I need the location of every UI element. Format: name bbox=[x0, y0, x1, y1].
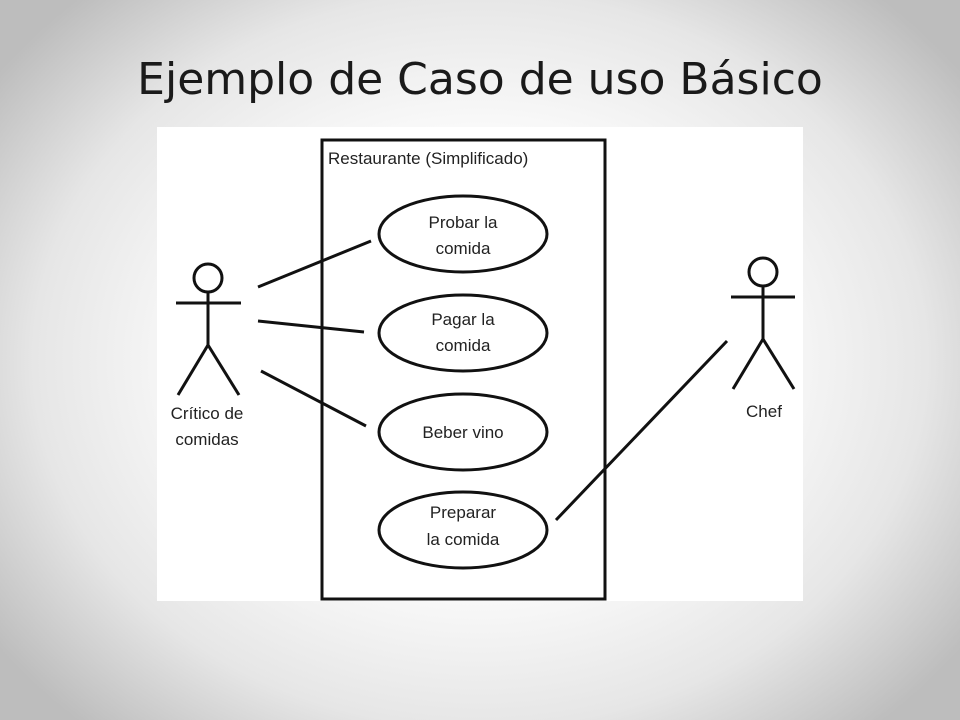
actor-critic-right-leg bbox=[206, 344, 241, 396]
slide-title: Ejemplo de Caso de uso Básico bbox=[137, 54, 823, 105]
actor-critic: Crítico de comidas bbox=[171, 262, 244, 449]
use-case-pagar-la-comida-line-2: comida bbox=[436, 336, 491, 355]
use-case-beber-vino-line-1: Beber vino bbox=[422, 423, 503, 442]
actor-chef: Chef bbox=[731, 256, 796, 421]
actor-critic-head bbox=[192, 262, 224, 294]
use-case-pagar-la-comida-line-1: Pagar la bbox=[431, 310, 495, 329]
use-case-diagram: Restaurante (Simplificado) Crítico de co… bbox=[157, 127, 803, 601]
association-critic-probar-la-comida bbox=[257, 239, 372, 289]
actor-critic-left-leg bbox=[176, 344, 210, 396]
use-case-beber-vino: Beber vino bbox=[377, 392, 549, 472]
use-case-diagram-canvas: Restaurante (Simplificado) Crítico de co… bbox=[171, 138, 796, 601]
use-case-preparar-la-comida-ellipse bbox=[377, 490, 549, 570]
use-case-pagar-la-comida: Pagar la comida bbox=[377, 293, 549, 373]
use-case-preparar-la-comida-line-1: Preparar bbox=[430, 503, 496, 522]
use-case-probar-la-comida-ellipse bbox=[377, 194, 549, 274]
actor-chef-label: Chef bbox=[746, 402, 782, 421]
use-case-probar-la-comida-line-1: Probar la bbox=[429, 213, 499, 232]
actor-chef-right-leg bbox=[761, 338, 796, 390]
use-case-probar-la-comida: Probar la comida bbox=[377, 194, 549, 274]
use-case-preparar-la-comida: Preparar la comida bbox=[377, 490, 549, 570]
system-boundary bbox=[320, 138, 607, 601]
actor-critic-label-line-2: comidas bbox=[175, 430, 238, 449]
system-boundary-label: Restaurante (Simplificado) bbox=[328, 149, 528, 168]
association-chef-preparar-la-comida bbox=[554, 339, 729, 522]
actor-critic-label-line-1: Crítico de bbox=[171, 404, 244, 423]
actor-chef-left-leg bbox=[731, 338, 765, 390]
use-case-probar-la-comida-line-2: comida bbox=[436, 239, 491, 258]
use-case-preparar-la-comida-line-2: la comida bbox=[427, 530, 500, 549]
association-critic-pagar-la-comida bbox=[257, 319, 365, 334]
use-case-pagar-la-comida-ellipse bbox=[377, 293, 549, 373]
association-critic-beber-vino bbox=[260, 369, 367, 428]
actor-chef-head bbox=[747, 256, 779, 288]
use-case-beber-vino-ellipse bbox=[377, 392, 549, 472]
